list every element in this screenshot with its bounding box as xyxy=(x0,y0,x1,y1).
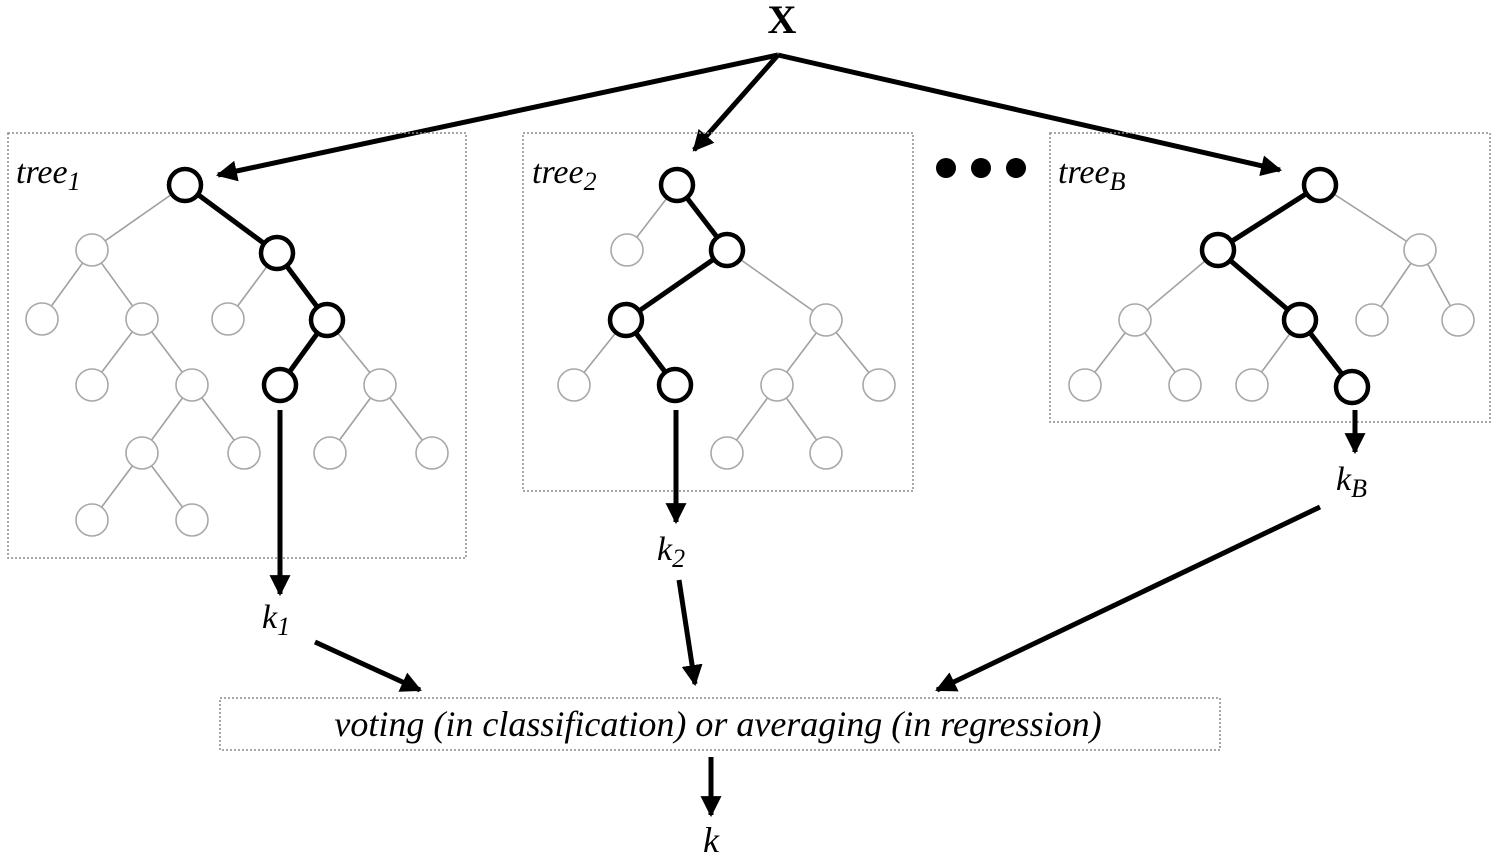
arrow-x-to-tree-2 xyxy=(692,53,780,152)
arrow-k1-to-aggregation xyxy=(313,639,422,693)
arrow-k2-to-aggregation xyxy=(676,579,703,687)
tree-2-box xyxy=(522,132,914,492)
ellipsis-dots xyxy=(936,158,1026,178)
tree-b-box xyxy=(1049,132,1491,423)
aggregation-label: voting (in classification) or averaging … xyxy=(334,704,1101,744)
arrow-x-to-tree-1 xyxy=(215,52,779,182)
tree-b-label: treeB xyxy=(1058,154,1126,196)
arrow-x-to-tree-b xyxy=(777,52,1283,177)
tree-2-label: tree2 xyxy=(532,154,597,196)
tree-b: treeB xyxy=(1049,132,1491,423)
tree-1-box xyxy=(7,132,467,559)
aggregation-box xyxy=(219,697,1221,751)
input-x-label: X xyxy=(768,0,797,42)
output-k1-label: k1 xyxy=(262,599,290,641)
output-k2-label: k2 xyxy=(657,531,685,573)
tree-b-edges xyxy=(1084,182,1459,389)
final-output-k-label: k xyxy=(703,820,720,860)
tree-1-edges xyxy=(41,182,433,521)
tree-1-nodes xyxy=(25,166,449,537)
tree-2: tree2 xyxy=(522,132,914,492)
tree-b-nodes xyxy=(1068,166,1475,406)
tree-1: tree1 xyxy=(7,132,467,559)
output-kb-label: kB xyxy=(1336,461,1367,503)
tree-1-label: tree1 xyxy=(16,154,81,196)
arrow-kb-to-aggregation xyxy=(935,504,1322,693)
tree-2-nodes xyxy=(557,166,896,470)
